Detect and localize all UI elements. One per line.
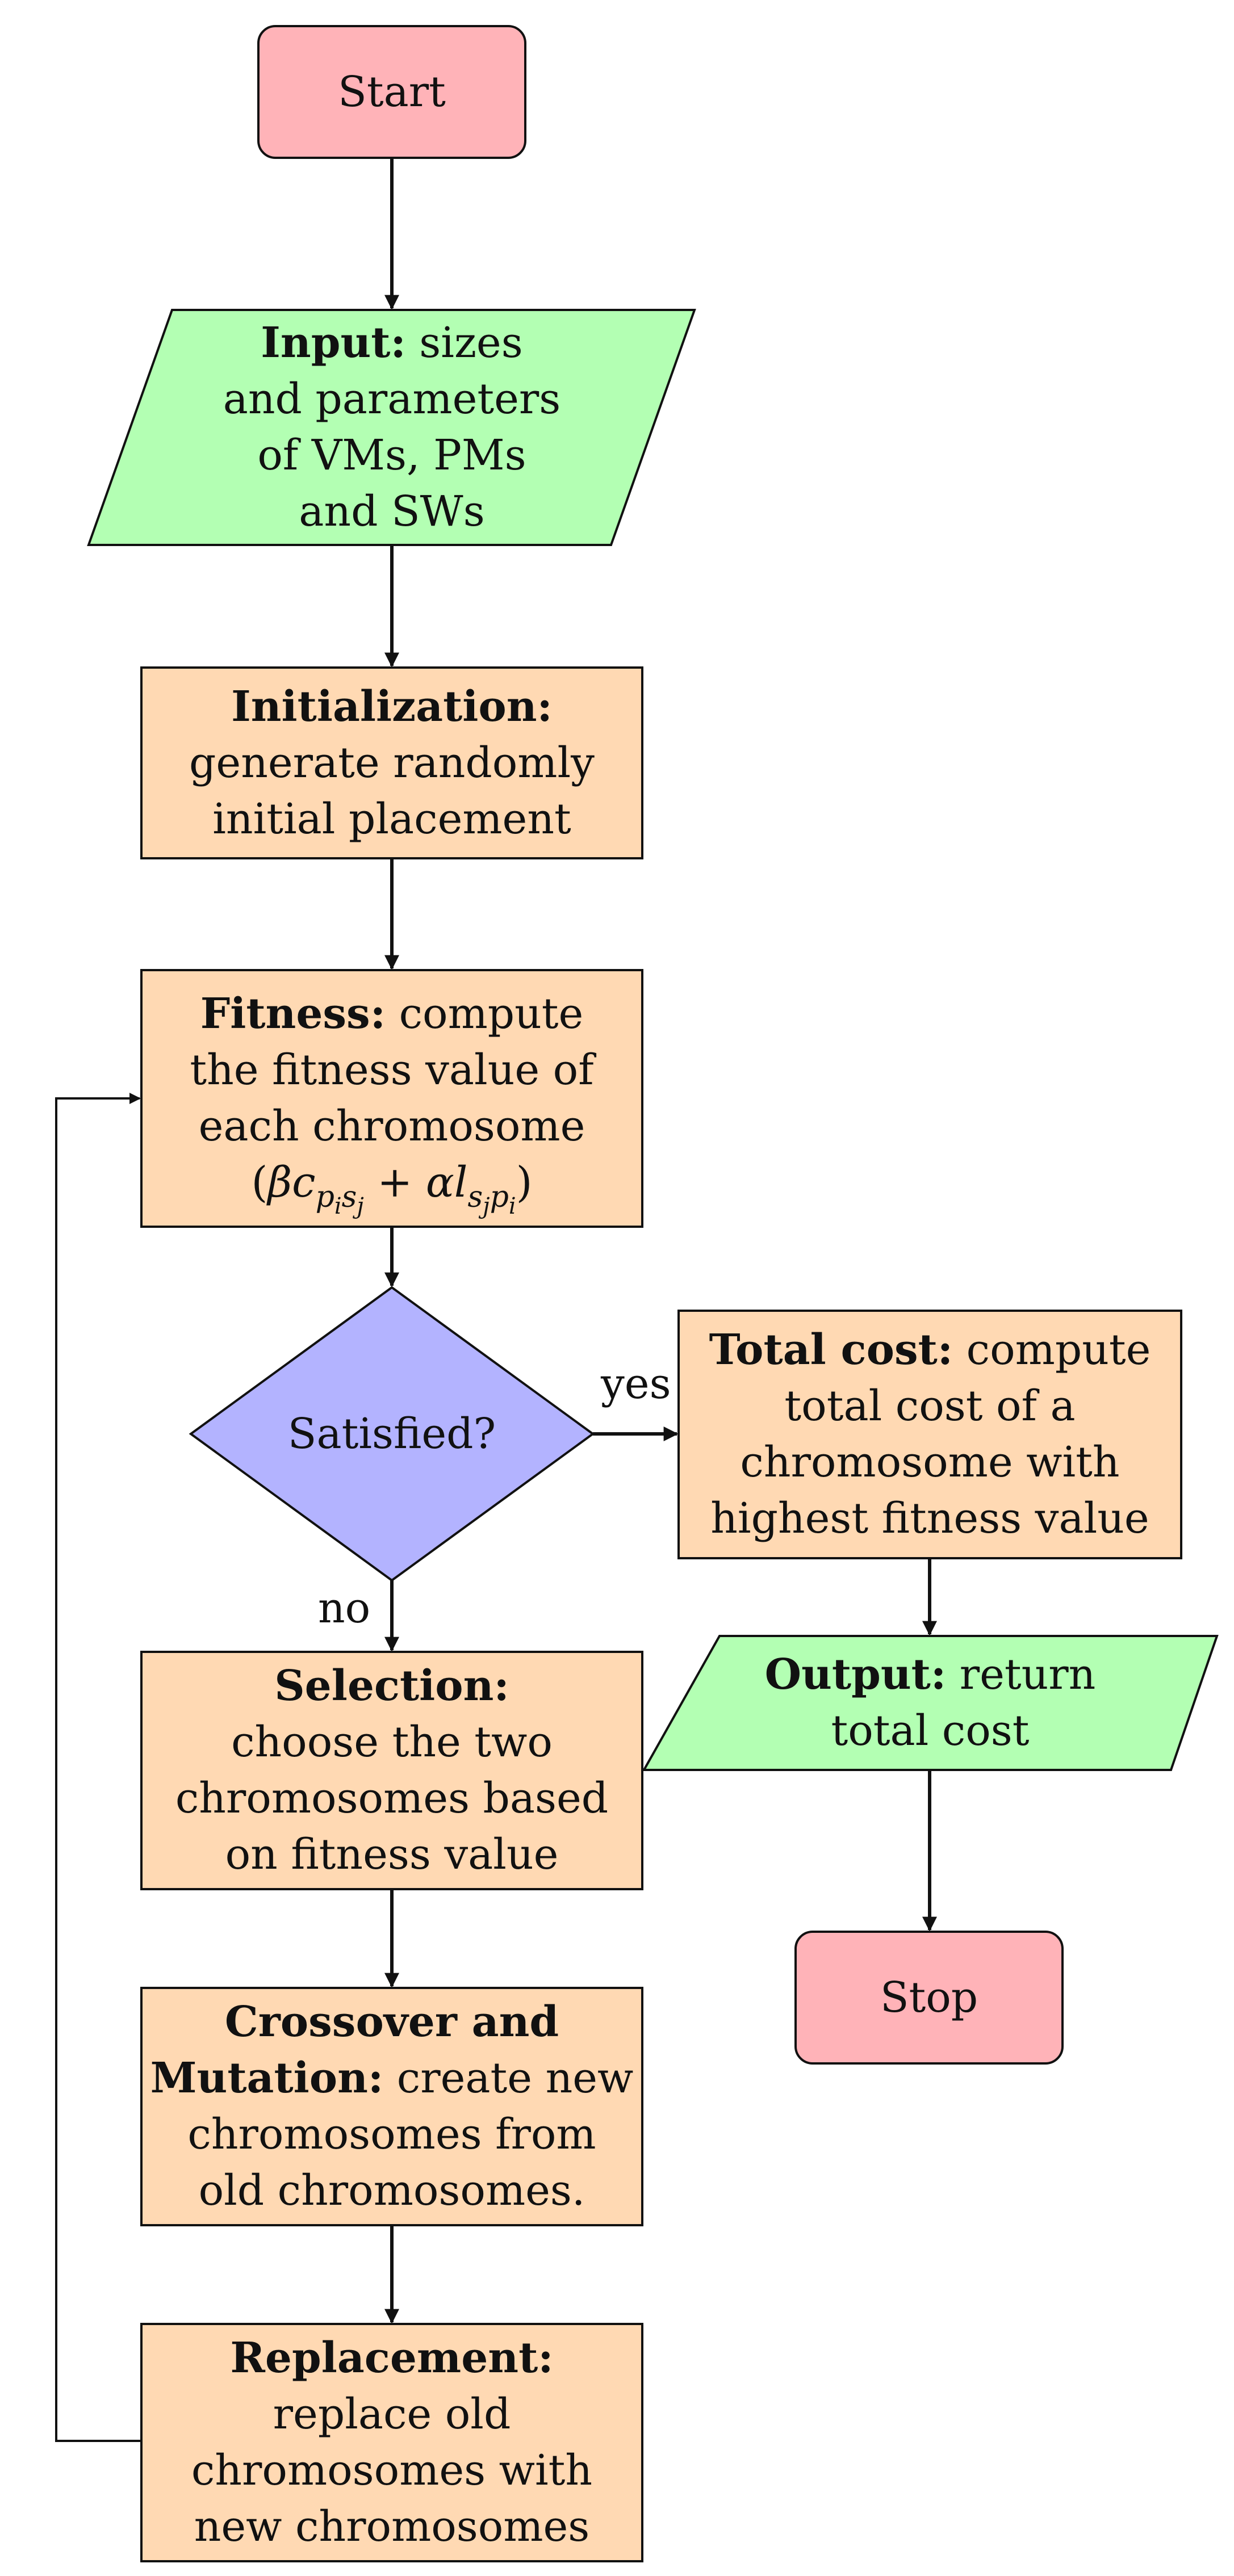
fitness-node: Fitness: compute the fitness value of ea… — [141, 970, 642, 1227]
input-line-2: and parameters — [223, 375, 561, 423]
output-line-2: total cost — [831, 1706, 1030, 1755]
fitness-line-3: each chromosome — [198, 1102, 585, 1151]
total-cost-line-4: highest fitness value — [710, 1494, 1149, 1543]
decision-label: Satisfied? — [287, 1409, 496, 1458]
fitness-line-2: the fitness value of — [190, 1046, 594, 1094]
selection-node-shape — [140, 1651, 643, 1890]
fitness-title: Fitness: — [200, 989, 386, 1038]
edge-label-no: no — [318, 1584, 371, 1633]
replacement-line-3: new chromosomes — [194, 2502, 590, 2551]
fitness-line-1: compute — [399, 989, 584, 1038]
selection-title: Selection: — [274, 1662, 509, 1710]
input-title: Input: — [261, 318, 406, 367]
replacement-line-2: chromosomes with — [191, 2446, 593, 2495]
total-cost-line-2: total cost of a — [784, 1382, 1076, 1430]
selection-line-1: choose the two — [231, 1718, 553, 1767]
fitness-formula: (βcpisj + αlsjpi) — [251, 1158, 533, 1219]
crossover-line-1: create new — [396, 2054, 634, 2103]
crossover-title: Crossover and — [224, 1998, 559, 2046]
crossover-line-3: old chromosomes. — [198, 2166, 585, 2215]
input-line-1: sizes — [419, 318, 523, 367]
selection-line-3: on fitness value — [225, 1830, 559, 1879]
edge-label-yes: yes — [601, 1360, 671, 1408]
crossover-node-shape — [140, 1987, 643, 2226]
input-line-4: and SWs — [299, 487, 485, 536]
output-node: Output: return total cost — [681, 1636, 1179, 1770]
input-line-3: of VMs, PMs — [257, 431, 526, 480]
crossover-node: Crossover and Mutation: create new chrom… — [141, 1988, 642, 2225]
input-node: Input: sizes and parameters of VMs, PMs … — [131, 310, 653, 545]
selection-node: Selection: choose the two chromosomes ba… — [141, 1652, 642, 1889]
total-cost-node-shape — [677, 1310, 1182, 1559]
total-cost-line-1: compute — [966, 1325, 1151, 1374]
stop-node-shape — [794, 1931, 1064, 2065]
initialization-line-2: initial placement — [212, 794, 571, 844]
total-cost-title: Total cost: — [709, 1325, 953, 1374]
total-cost-node: Total cost: compute total cost of a chro… — [679, 1311, 1181, 1558]
output-title: Output: — [764, 1650, 947, 1699]
input-node-shape — [87, 309, 696, 546]
selection-line-2: chromosomes based — [175, 1774, 609, 1823]
start-node: Start — [258, 26, 525, 158]
crossover-line-2: chromosomes from — [187, 2110, 596, 2159]
initialization-node-shape — [140, 666, 643, 859]
initialization-node: Initialization: generate randomly initia… — [141, 668, 642, 858]
replacement-line-1: replace old — [273, 2390, 511, 2439]
replacement-node-shape — [140, 2323, 643, 2562]
output-node-shape — [642, 1635, 1219, 1771]
replacement-title: Replacement: — [230, 2334, 554, 2382]
initialization-title: Initialization: — [231, 682, 553, 731]
start-label: Start — [338, 67, 446, 116]
stop-node: Stop — [796, 1932, 1063, 2063]
output-line-1: return — [959, 1650, 1096, 1699]
total-cost-line-3: chromosome with — [740, 1438, 1120, 1487]
crossover-title-2: Mutation: — [150, 2054, 384, 2103]
stop-label: Stop — [880, 1973, 978, 2022]
edge-replacement-loop-to-fitness — [55, 1093, 141, 2442]
initialization-line-1: generate randomly — [189, 738, 595, 787]
decision-node: Satisfied? — [191, 1287, 593, 1580]
fitness-node-shape — [140, 969, 643, 1228]
replacement-node: Replacement: replace old chromosomes wit… — [141, 2324, 642, 2561]
